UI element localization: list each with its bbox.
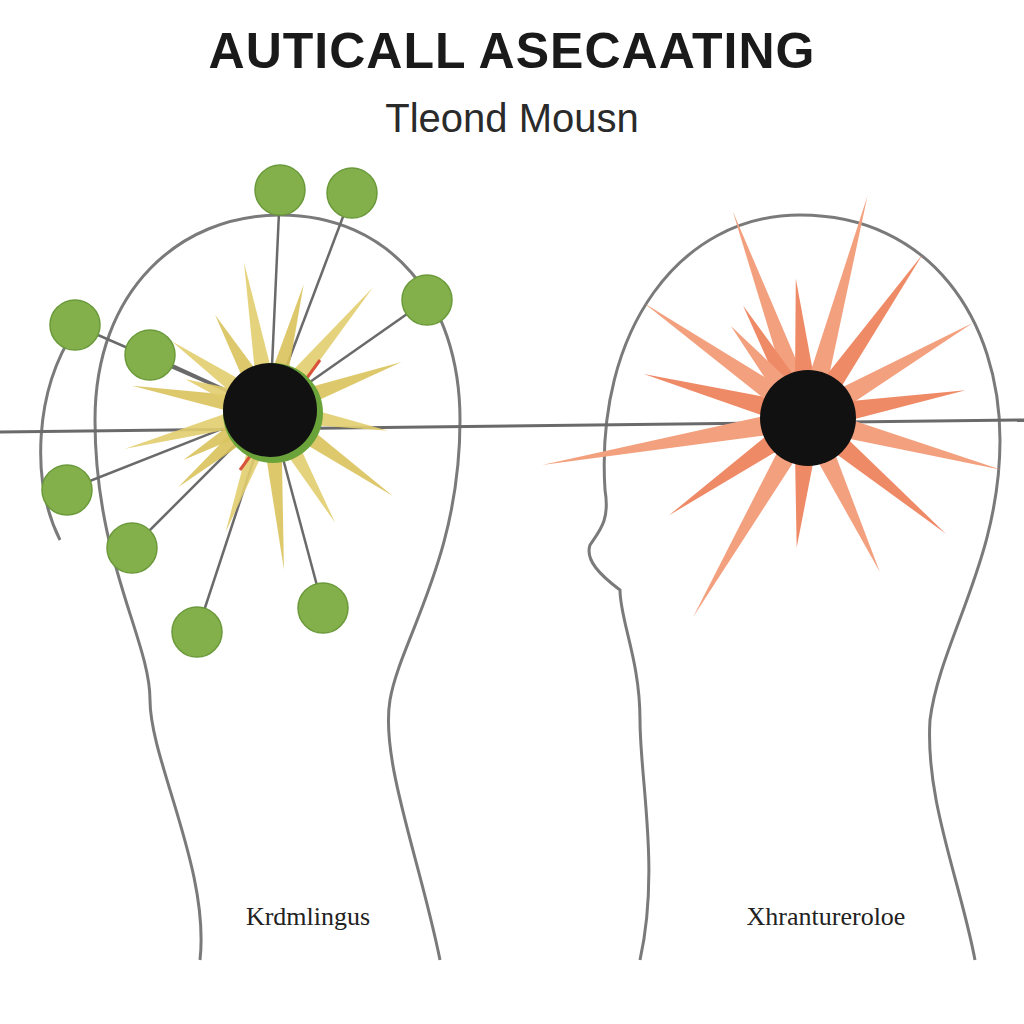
head-label: Xhrantureroloe [747,902,906,932]
center-dot [760,370,856,466]
orange-spike [542,414,775,465]
head-profile-outline [589,215,1000,960]
green-dot [402,275,452,325]
green-dot [172,607,222,657]
orange-spike [841,390,966,422]
green-dot [255,165,305,215]
head-label: Krdmlingus [246,902,370,932]
center-dot [223,363,317,457]
green-dot [50,300,100,350]
diagram-title: AUTICALL ASECAATING [209,22,816,80]
green-dot [298,583,348,633]
orange-spike [795,452,815,548]
green-dot [42,465,92,515]
orange-spike [814,445,880,572]
head-outline [95,215,460,960]
orange-spike [644,303,785,406]
green-dot [327,168,377,218]
center-ring [223,363,323,463]
subtitle: Tleond Mousn [385,96,638,141]
green-dot [125,330,175,380]
green-dot [107,523,157,573]
